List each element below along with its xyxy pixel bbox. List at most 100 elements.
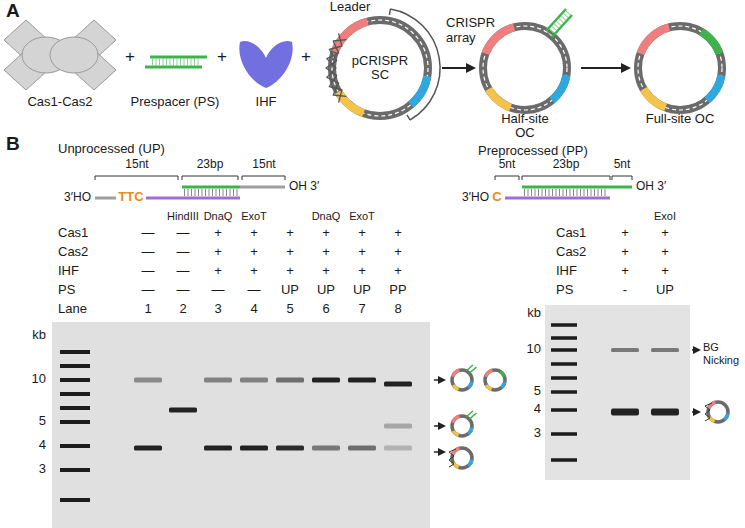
gel-band bbox=[204, 378, 232, 383]
size-marker: 10 bbox=[527, 342, 541, 357]
half-site-icon bbox=[452, 365, 477, 390]
dna-rungs bbox=[184, 189, 238, 196]
table-cell: + bbox=[358, 264, 366, 279]
gel-band bbox=[312, 378, 340, 383]
size-marker: 5 bbox=[39, 414, 46, 429]
dna-strand bbox=[145, 66, 202, 69]
plasmid-ring bbox=[638, 26, 722, 110]
plasmid-label: pCRISPR SC bbox=[349, 54, 411, 83]
ladder-band bbox=[60, 350, 90, 354]
ladder-band bbox=[551, 336, 577, 340]
gel-band bbox=[204, 446, 232, 451]
table-cell: 3 bbox=[214, 302, 221, 317]
table-cell: + bbox=[214, 264, 222, 279]
ladder-band bbox=[551, 376, 577, 380]
region-label: CRISPR array bbox=[446, 16, 500, 46]
table-cell: — bbox=[177, 264, 190, 279]
process-arrow bbox=[581, 67, 628, 69]
row-label: PS bbox=[556, 283, 573, 298]
substrate-title: Preprocessed (PP) bbox=[478, 144, 588, 159]
table-cell: — bbox=[248, 283, 261, 298]
length-label: 15nt bbox=[125, 158, 148, 172]
size-marker: 5 bbox=[534, 384, 541, 399]
table-cell: — bbox=[177, 283, 190, 298]
supercoiled-icon bbox=[449, 448, 472, 468]
end-label: OH 3′ bbox=[636, 180, 666, 194]
row-label: IHF bbox=[556, 264, 577, 279]
band-pointer bbox=[434, 425, 444, 427]
size-marker: 3 bbox=[39, 462, 46, 477]
table-cell: + bbox=[322, 264, 330, 279]
gel-band bbox=[384, 424, 412, 429]
length-bracket bbox=[95, 176, 178, 180]
plasmid-ring bbox=[483, 26, 567, 110]
leader-arc bbox=[641, 27, 670, 53]
table-cell: + bbox=[394, 264, 402, 279]
length-bracket bbox=[612, 176, 632, 180]
repeat-arc bbox=[644, 89, 666, 108]
table-cell: — bbox=[212, 283, 225, 298]
ladder-band bbox=[60, 468, 90, 472]
sequence-label: TTC bbox=[118, 190, 143, 205]
table-cell: + bbox=[621, 226, 629, 241]
supercoil bbox=[327, 40, 347, 97]
table-cell: + bbox=[286, 245, 294, 260]
gel-band bbox=[240, 446, 268, 451]
panel-letter: A bbox=[6, 0, 20, 22]
plasmid-strand bbox=[638, 26, 722, 110]
dna-strand bbox=[146, 197, 240, 200]
ladder-band bbox=[60, 406, 90, 410]
table-cell: + bbox=[358, 226, 366, 241]
end-label: OH 3′ bbox=[289, 180, 319, 194]
size-marker: 4 bbox=[39, 438, 46, 453]
table-cell: + bbox=[661, 264, 669, 279]
dna-strand bbox=[522, 186, 632, 189]
plasmid-strand bbox=[483, 26, 567, 110]
table-cell: 5 bbox=[286, 302, 293, 317]
gel-band bbox=[134, 446, 162, 451]
gel-band bbox=[611, 409, 639, 416]
ladder bbox=[60, 350, 90, 502]
dna-strand bbox=[505, 197, 610, 200]
gel-band bbox=[651, 348, 679, 352]
process-arrow bbox=[442, 67, 473, 69]
table-cell: + bbox=[358, 245, 366, 260]
treatment-label: HindIII bbox=[167, 210, 199, 223]
length-label: 5nt bbox=[499, 158, 516, 172]
gel-band bbox=[384, 446, 412, 451]
ladder-band bbox=[551, 348, 577, 352]
row-label: Cas1 bbox=[58, 226, 88, 241]
region-label: Leader bbox=[330, 0, 370, 15]
gel-band bbox=[651, 409, 679, 416]
plasmid-node: Full-site OC bbox=[638, 26, 722, 110]
ladder-band bbox=[60, 444, 90, 448]
table-cell: + bbox=[621, 245, 629, 260]
length-label: 23bp bbox=[553, 158, 580, 172]
supercoiled-icon bbox=[705, 402, 728, 422]
plasmid-node: pCRISPR SC bbox=[332, 20, 428, 116]
treatment-label: DnaQ bbox=[204, 210, 233, 223]
band-label: BG Nicking bbox=[703, 341, 741, 366]
band-pointer bbox=[692, 349, 699, 351]
table-cell: + bbox=[214, 226, 222, 241]
sample-bands bbox=[134, 378, 412, 451]
row-label: Cas2 bbox=[556, 245, 586, 260]
gel-band bbox=[134, 378, 162, 383]
length-bracket bbox=[522, 176, 610, 180]
band-pointer bbox=[434, 451, 444, 453]
repeat-arc bbox=[411, 76, 427, 105]
table-cell: + bbox=[250, 226, 258, 241]
dna-strand bbox=[95, 197, 116, 200]
cas1-cas2-complex bbox=[4, 20, 116, 90]
table-cell: + bbox=[214, 245, 222, 260]
repeat-arc bbox=[489, 89, 511, 108]
component-label: Cas1-Cas2 bbox=[27, 95, 92, 110]
ladder-band bbox=[551, 362, 577, 366]
treatment-label: DnaQ bbox=[312, 210, 341, 223]
end-label: 3′HO bbox=[64, 191, 91, 205]
plus-sign: + bbox=[125, 47, 135, 67]
ladder-band bbox=[551, 408, 577, 412]
dna-rungs bbox=[524, 189, 608, 196]
row-label: PS bbox=[58, 283, 75, 298]
